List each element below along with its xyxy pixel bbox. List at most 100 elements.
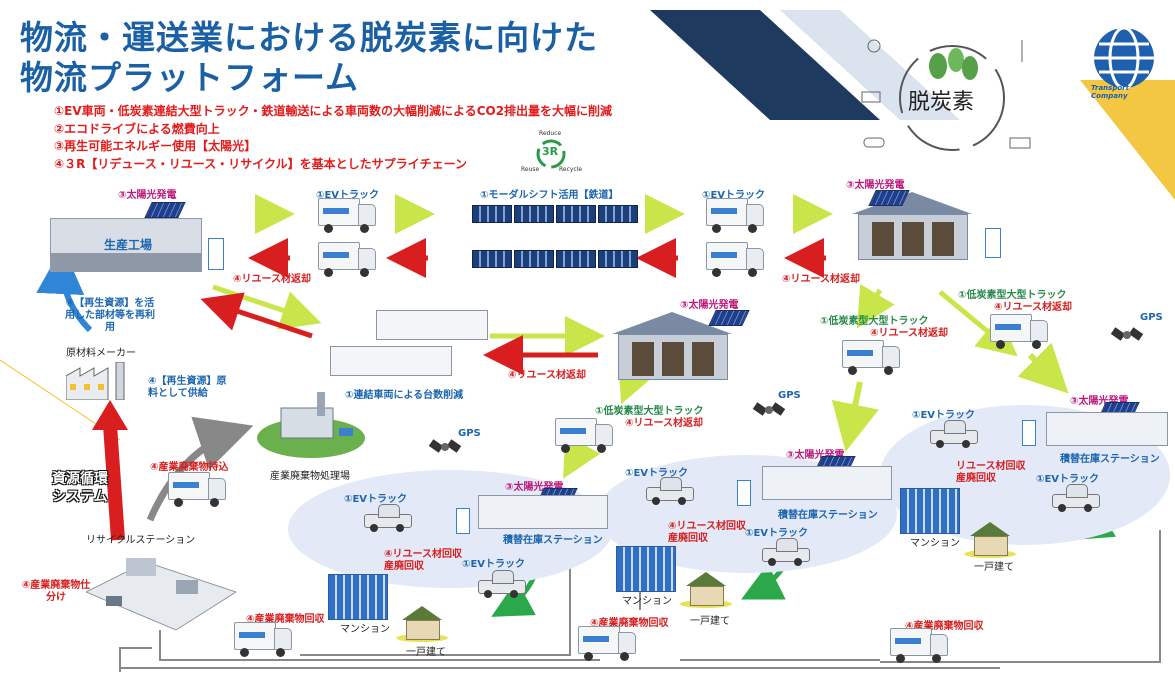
label-ev-hub-3a: ①EVトラック bbox=[912, 410, 976, 421]
label-house-3: 一戸建て bbox=[974, 562, 1014, 573]
label-waste-plant: 産業廃棄物処理場 bbox=[270, 471, 350, 482]
ev-pickup-icon bbox=[364, 504, 412, 532]
goal-item: ②エコドライブによる燃費向上 bbox=[54, 121, 220, 136]
apartment-building-icon bbox=[616, 546, 676, 592]
ev-pickup-icon bbox=[930, 420, 978, 448]
label-ev-hub-3b: ①EVトラック bbox=[1036, 474, 1100, 485]
label-ev-truck-1: ①EVトラック bbox=[316, 190, 380, 201]
warehouse-top bbox=[852, 192, 972, 260]
label-reuse-return-5: ④リユース材返却 bbox=[625, 418, 703, 429]
label-solar-hub-1: ③太陽光発電 bbox=[505, 482, 564, 493]
ev-charger-icon bbox=[208, 238, 224, 270]
goals-list: ①EV車両・低炭素連結大型トラック・鉄道輸送による車両数の大幅削減によるCO2排… bbox=[54, 103, 612, 173]
ev-charger-icon bbox=[985, 228, 1001, 258]
freight-train-icon bbox=[472, 250, 640, 268]
label-solar-hub-2: ③太陽光発電 bbox=[786, 450, 845, 461]
recycle-mark-label: 3R bbox=[542, 145, 559, 158]
logo-text: Transport Company bbox=[1091, 84, 1129, 100]
label-hub-1: 積替在庫ステーション bbox=[503, 535, 603, 546]
label-house-2: 一戸建て bbox=[690, 616, 730, 627]
label-ev-hub-2a: ①EVトラック bbox=[625, 468, 689, 479]
label-gps-2: GPS bbox=[778, 390, 801, 401]
satellite-icon bbox=[1110, 320, 1146, 350]
goal-item: ④３R【リデュース・リユース・リサイクル】を基本としたサプライチェーン bbox=[54, 156, 468, 171]
label-reuse-return-3: ④リユース材返却 bbox=[870, 328, 948, 339]
label-waste-collect-1: 産廃回収 bbox=[384, 561, 424, 572]
label-modal-shift: ①モーダルシフト活用【鉄道】 bbox=[480, 190, 619, 201]
decarbonization-badge: 脱炭素 bbox=[852, 26, 1048, 168]
label-ev-truck-2: ①EVトラック bbox=[702, 190, 766, 201]
ev-pickup-icon bbox=[1052, 484, 1100, 512]
company-logo: Transport Company bbox=[1085, 24, 1163, 100]
label-ev-hub-1b: ①EVトラック bbox=[462, 559, 526, 570]
label-hub-3: 積替在庫ステーション bbox=[1060, 454, 1160, 465]
waste-truck-icon bbox=[234, 622, 292, 658]
label-low-carbon-3: ①低炭素型大型トラック bbox=[595, 406, 704, 417]
label-mansion-1: マンション bbox=[340, 624, 390, 635]
label-raw-material-maker: 原材料メーカー bbox=[66, 348, 136, 359]
label-waste-sort: ④産業廃棄物仕分け bbox=[21, 580, 91, 603]
recycle-word-recycle: Recycle bbox=[559, 166, 583, 173]
label-linked-vehicle: ①連結車両による台数削減 bbox=[345, 390, 464, 401]
waste-truck-icon bbox=[578, 626, 636, 662]
linked-truck-icon bbox=[376, 310, 488, 340]
label-waste-collect-c: ④産業廃棄物回収 bbox=[905, 621, 984, 632]
ev-charger-icon bbox=[737, 480, 751, 506]
label-reuse-return-4: ④リユース材返却 bbox=[994, 302, 1072, 313]
label-solar-mid-warehouse: ③太陽光発電 bbox=[680, 300, 739, 311]
house-icon bbox=[964, 522, 1016, 558]
recycle-word-reuse: Reuse bbox=[521, 166, 540, 173]
label-resource-cycle: 資源循環システム bbox=[52, 471, 108, 505]
ev-truck-icon bbox=[318, 198, 376, 234]
label-reuse-return-1: ④リユース材返却 bbox=[233, 274, 311, 285]
freight-train-icon bbox=[472, 205, 640, 223]
ev-pickup-icon bbox=[646, 477, 694, 505]
label-solar-factory: ③太陽光発電 bbox=[118, 190, 177, 201]
hub-station-2 bbox=[762, 466, 892, 500]
label-reuse-collect-1: ④リユース材回収 bbox=[384, 549, 462, 560]
raw-material-factory-icon bbox=[65, 361, 138, 401]
recycle-word-reduce: Reduce bbox=[539, 130, 562, 137]
label-waste-collect-3: 産廃回収 bbox=[956, 473, 996, 484]
title-line-1: 物流・運送業における脱炭素に向けた bbox=[20, 18, 598, 57]
satellite-icon bbox=[428, 432, 464, 462]
large-truck-icon bbox=[842, 340, 900, 376]
factory-building bbox=[50, 218, 202, 272]
label-waste-bring: ④産業廃棄物持込 bbox=[150, 462, 229, 473]
large-truck-icon bbox=[555, 418, 613, 454]
hub-station-1 bbox=[478, 495, 608, 529]
goal-item: ①EV車両・低炭素連結大型トラック・鉄道輸送による車両数の大幅削減によるCO2排… bbox=[54, 104, 613, 118]
label-waste-collect-2: 産廃回収 bbox=[668, 533, 708, 544]
house-icon bbox=[680, 572, 732, 608]
label-mansion-2: マンション bbox=[622, 596, 672, 607]
waste-sorting-facility-icon bbox=[84, 552, 238, 632]
title-line-2: 物流プラットフォーム bbox=[20, 58, 360, 97]
hub-station-3 bbox=[1046, 412, 1168, 446]
waste-truck-icon bbox=[168, 472, 226, 508]
label-gps-1: GPS bbox=[1140, 312, 1163, 323]
label-mansion-3: マンション bbox=[910, 538, 960, 549]
warehouse-middle bbox=[612, 312, 732, 380]
ev-charger-icon bbox=[1022, 420, 1036, 446]
ev-pickup-icon bbox=[478, 570, 526, 598]
label-recycle-parts: ④【再生資源】を活用した部材等を再利用 bbox=[65, 298, 155, 333]
page-title: 物流・運送業における脱炭素に向けた 物流プラットフォーム bbox=[20, 18, 598, 98]
ev-pickup-icon bbox=[762, 538, 810, 566]
label-factory: 生産工場 bbox=[104, 238, 153, 252]
linked-truck-icon bbox=[330, 346, 452, 376]
label-ev-hub-1a: ①EVトラック bbox=[344, 494, 408, 505]
ev-truck-icon bbox=[318, 242, 376, 278]
waste-plant-icon bbox=[255, 390, 367, 460]
label-raw-supply: ④【再生資源】原料として供給 bbox=[148, 376, 227, 399]
label-low-carbon-1: ①低炭素型大型トラック bbox=[820, 316, 929, 327]
house-icon bbox=[396, 606, 448, 642]
label-solar-top-warehouse: ③太陽光発電 bbox=[846, 180, 905, 191]
large-truck-icon bbox=[990, 314, 1048, 350]
label-ev-hub-2b: ①EVトラック bbox=[745, 528, 809, 539]
waste-truck-icon bbox=[890, 628, 948, 664]
label-gps-3: GPS bbox=[458, 428, 481, 439]
apartment-building-icon bbox=[328, 574, 388, 620]
label-reuse-collect-3: リユース材回収 bbox=[956, 461, 1026, 472]
label-hub-2: 積替在庫ステーション bbox=[778, 510, 878, 521]
